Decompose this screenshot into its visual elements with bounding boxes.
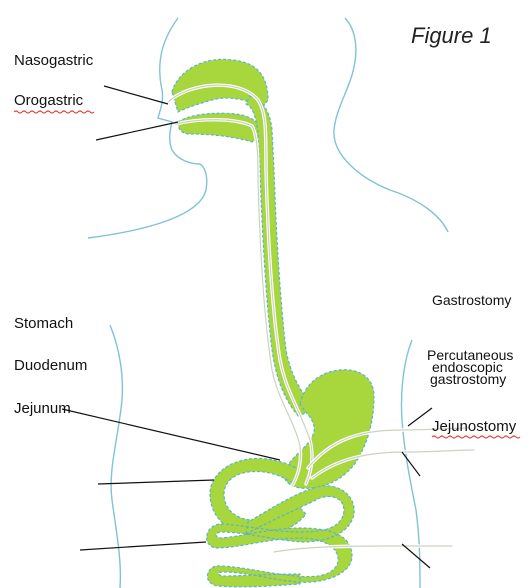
- leader-lines: [62, 86, 432, 568]
- jejunostomy-tube: [274, 546, 452, 552]
- label-gastrostomy: Gastrostomy: [432, 292, 511, 308]
- label-jejunostomy: Jejunostomy: [432, 418, 517, 435]
- leader-stomach: [80, 542, 206, 550]
- leader-nasogastric: [104, 86, 168, 104]
- figure-title: Figure 1: [411, 23, 492, 48]
- leader-orogastric: [96, 122, 178, 140]
- digestive-tract: [172, 59, 374, 587]
- label-jejunum: Jejunum: [14, 400, 71, 417]
- spellcheck-underline-2: [432, 436, 520, 438]
- leader-duodenum: [98, 480, 214, 484]
- label-duodenum: Duodenum: [14, 357, 87, 374]
- neck-right-outline: [334, 18, 448, 232]
- label-nasogastric: Nasogastric: [14, 52, 94, 69]
- label-orogastric: Orogastric: [14, 92, 84, 109]
- leader-jejunum: [62, 409, 280, 460]
- label-stomach: Stomach: [14, 315, 73, 332]
- leader-gastrostomy: [408, 408, 432, 426]
- leader-peg: [402, 452, 420, 476]
- label-peg-line3: gastrostomy: [430, 371, 506, 387]
- spellcheck-underline: [14, 111, 94, 113]
- jejunum: [207, 486, 355, 587]
- nasogastric-tube: [168, 85, 312, 484]
